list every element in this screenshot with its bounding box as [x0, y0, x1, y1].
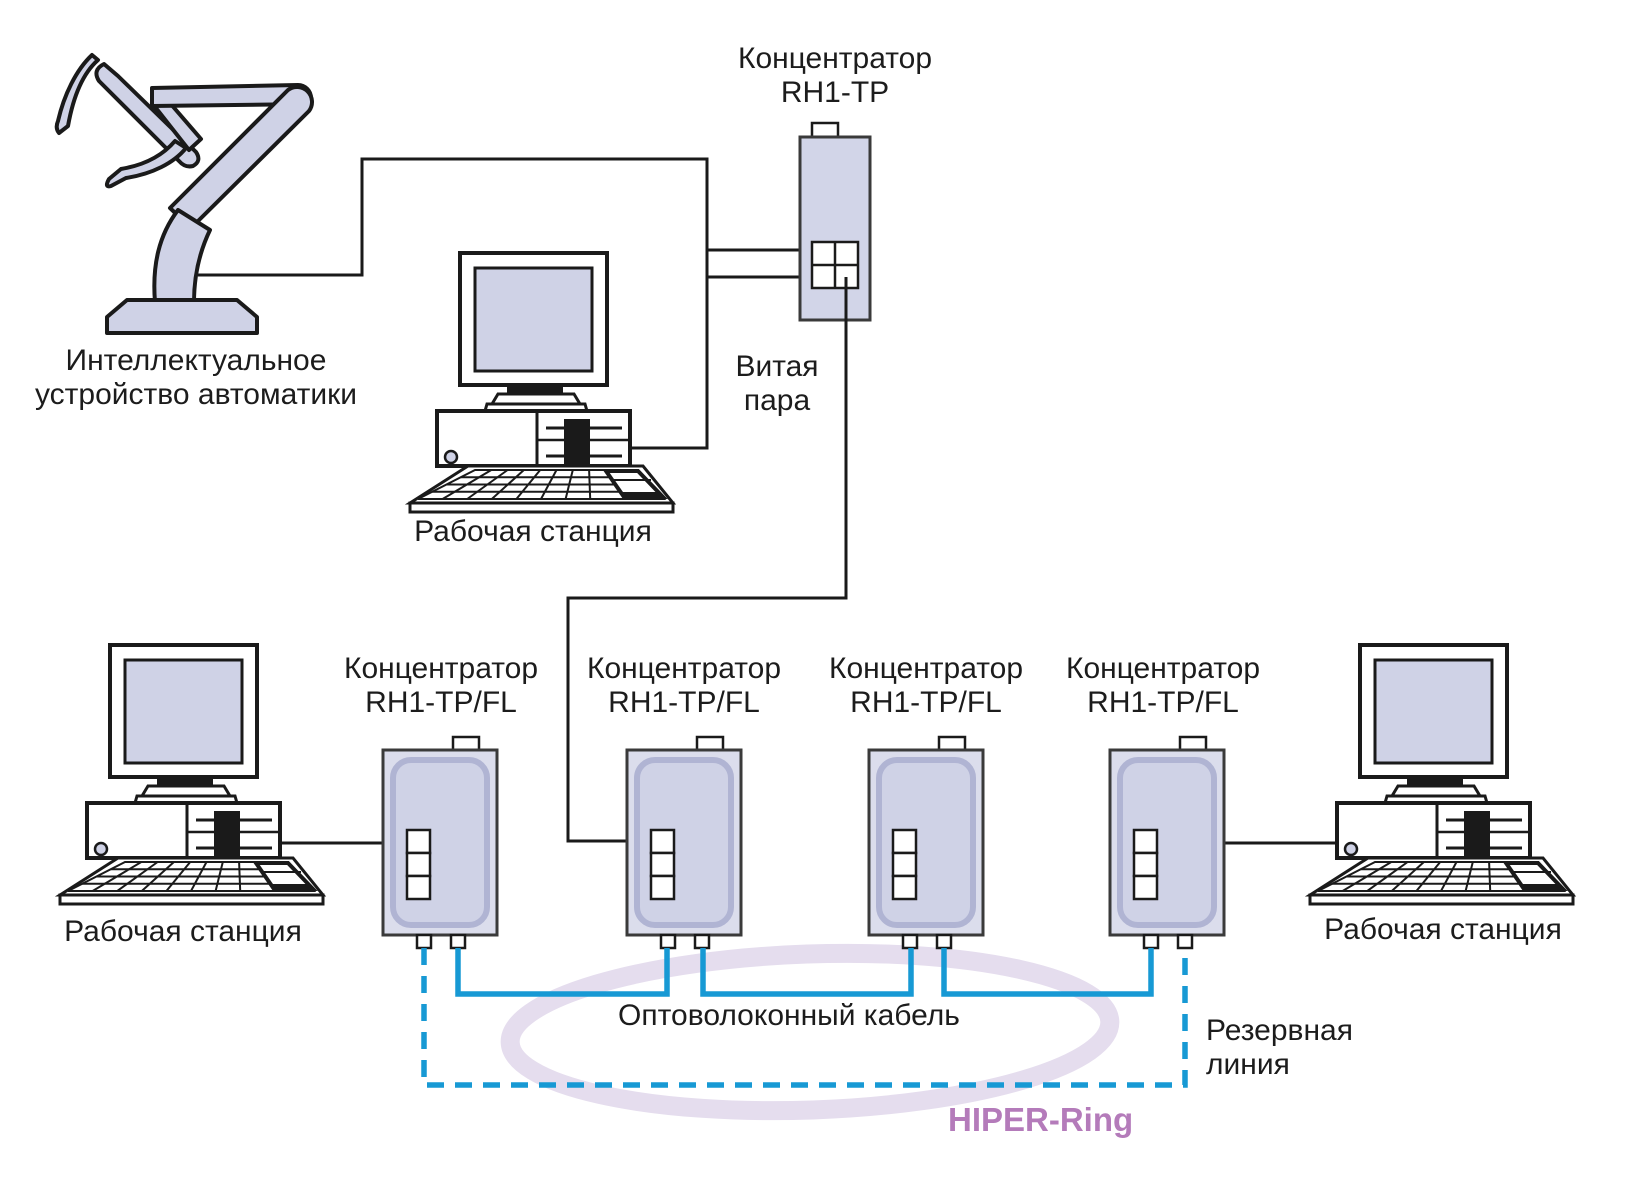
backup-line-dashed — [421, 948, 1188, 1088]
smart-device-label: Интеллектуальное устройство автоматики — [35, 344, 357, 411]
workstation-top-icon — [408, 251, 675, 514]
workstation-left-label: Рабочая станция — [64, 915, 302, 948]
hiper-ring-label: HIPER-Ring — [948, 1101, 1134, 1138]
twisted-pair-label: Витая пара — [735, 350, 819, 417]
ring-hub-3 — [869, 737, 983, 948]
workstation-top-label: Рабочая станция — [414, 515, 652, 548]
ring-hub-1 — [383, 737, 497, 948]
fiber-hub1-hub2 — [455, 948, 670, 997]
ring-hub-4 — [1110, 737, 1224, 948]
robot-column — [152, 208, 212, 304]
copper-links — [198, 157, 1337, 845]
fiber-optic-cable — [455, 948, 1154, 997]
fiber-hub3-hub4 — [941, 948, 1154, 997]
ring-hub-2-label: Концентратор RH1-TP/FL — [586, 652, 782, 719]
top-hub-label: Концентратор RH1-TP — [737, 42, 933, 109]
fiber-hub2-hub3 — [700, 948, 914, 997]
link-robot-and-workstation — [198, 157, 709, 450]
robot-base — [105, 298, 259, 335]
fiber-cable-label: Оптоволоконный кабель — [618, 999, 960, 1032]
robot-claw-finger-lower — [104, 139, 188, 189]
robot-claw-finger-upper — [54, 53, 100, 135]
workstation-left-icon — [58, 643, 325, 906]
backup-line-label: Резервная линия — [1206, 1014, 1353, 1081]
workstation-right-label: Рабочая станция — [1324, 913, 1562, 946]
workstation-right-icon — [1308, 643, 1575, 906]
ring-hub-2 — [627, 737, 741, 948]
robot-lower-arm — [168, 85, 314, 230]
ring-hub-1-label: Концентратор RH1-TP/FL — [343, 652, 539, 719]
ring-hub-3-label: Концентратор RH1-TP/FL — [828, 652, 1024, 719]
twisted-pair-line — [566, 277, 848, 843]
robot-arm-icon — [54, 53, 314, 335]
ring-hub-4-label: Концентратор RH1-TP/FL — [1065, 652, 1261, 719]
hub-rh1-tp — [798, 121, 872, 322]
hiper-ring-ellipse — [500, 943, 1120, 1121]
